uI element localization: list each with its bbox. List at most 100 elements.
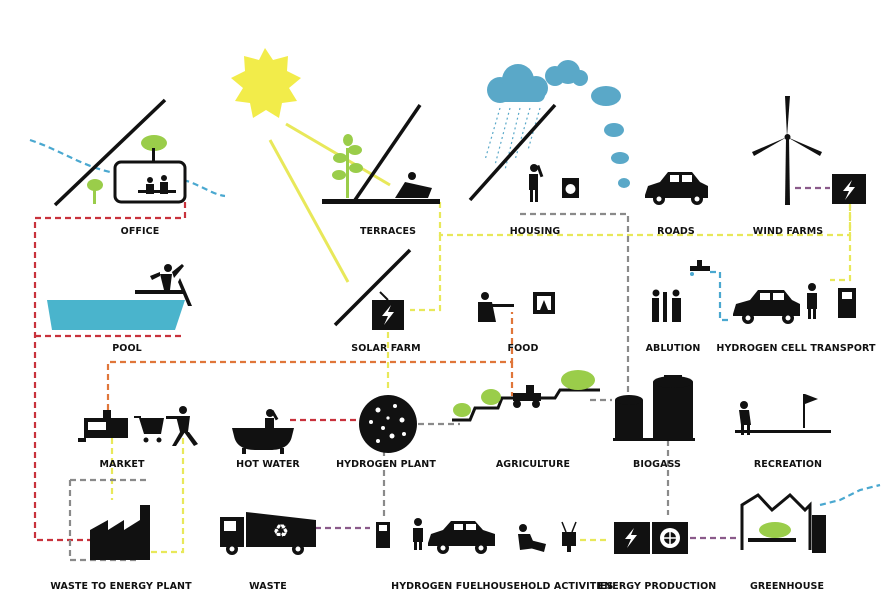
- fuel-pump-icon: [838, 288, 856, 318]
- agriculture-node: [452, 370, 600, 422]
- rain-icon: [484, 107, 541, 171]
- solar-farm-node: [333, 248, 412, 330]
- car-icon: [733, 290, 800, 324]
- food-node: [478, 292, 555, 322]
- label-housing: HOUSING: [509, 226, 561, 237]
- golf-green: [735, 430, 831, 433]
- connections: [29, 138, 881, 562]
- shopper-icon: [166, 406, 198, 446]
- tv-icon: [561, 521, 577, 552]
- hydrogen-plant-node: [359, 395, 417, 453]
- cloud-icon-3: [591, 86, 621, 106]
- label-household-activities: HOUSEHOLD ACTIVITIES: [482, 581, 614, 592]
- label-market: MARKET: [99, 459, 145, 470]
- yellow-connector-bottom: [150, 438, 185, 554]
- golfer-icon: [739, 401, 751, 435]
- lounging-person-icon: [395, 172, 432, 198]
- cloud-icon-6: [618, 178, 630, 188]
- waste-node: ♻: [220, 512, 316, 555]
- bush-icon-2: [481, 389, 501, 405]
- label-waste-to-energy-plant: WASTE TO ENERGY PLANT: [50, 581, 192, 592]
- office-roof-line: [53, 98, 167, 207]
- label-energy-production: ENERGY PRODUCTION: [597, 581, 717, 592]
- hydrogen-bubbles: [369, 404, 406, 443]
- diver-icon: [150, 264, 192, 306]
- agriculture-terraces: [452, 388, 600, 422]
- shopping-cart-icon: [134, 416, 164, 443]
- greenhouse-plants: [759, 522, 791, 538]
- factory-icon: [90, 505, 150, 560]
- person-icon: [529, 164, 544, 202]
- label-roads: ROADS: [657, 226, 695, 237]
- housing-roof-line: [468, 103, 557, 202]
- plant-icon: [332, 134, 363, 198]
- terraces-roof-line: [353, 104, 422, 201]
- grey-connector-waste: [68, 478, 150, 562]
- label-terraces: TERRACES: [359, 226, 417, 237]
- toilet-person-icon: [652, 289, 681, 322]
- waste-to-energy-node: [90, 505, 150, 560]
- label-greenhouse: GREENHOUSE: [749, 581, 825, 592]
- energy-production-node: [614, 522, 688, 554]
- battery-icon: [614, 522, 650, 554]
- sun-icon: [231, 48, 301, 118]
- solar-panel-line: [333, 248, 412, 327]
- bush-icon: [453, 403, 471, 417]
- orange-connector-food: [106, 312, 514, 410]
- label-solar-farm: SOLAR FARM: [351, 343, 421, 354]
- hydrogen-fuel-node: [376, 518, 495, 554]
- label-office: OFFICE: [120, 226, 160, 237]
- svg-text:♻: ♻: [273, 521, 289, 542]
- sun-ray-solar: [268, 139, 350, 283]
- greenhouse-frame: [740, 492, 812, 550]
- blue-connector-greenhouse: [819, 483, 881, 507]
- office-node: [53, 98, 187, 207]
- grey-connector-housing: [520, 212, 630, 395]
- wind-farms-node: [752, 96, 866, 205]
- label-hydrogen-cell-transport: HYDROGEN CELL TRANSPORT: [716, 343, 876, 354]
- generator-icon: [652, 522, 688, 554]
- label-waste: WASTE: [249, 581, 287, 592]
- greenhouse-node: [740, 492, 826, 553]
- housing-node: [468, 103, 579, 202]
- red-connector-office: [33, 202, 187, 542]
- fuel-attendant-icon: [413, 518, 423, 550]
- battery-icon: [372, 300, 404, 330]
- yellow-connector-wind: [830, 205, 852, 282]
- market-node: [78, 406, 198, 446]
- label-agriculture: AGRICULTURE: [495, 459, 571, 470]
- label-biogass: BIOGASS: [633, 459, 681, 470]
- flag-icon: [803, 394, 818, 428]
- bush-icon-3: [561, 370, 595, 390]
- bathtub-icon: [232, 428, 294, 454]
- faucet-icon: [690, 260, 710, 276]
- battery-icon: [832, 174, 866, 204]
- terraces-node: [322, 104, 440, 204]
- label-wind-farms: WIND FARMS: [752, 226, 824, 237]
- yellow-connector-solar: [410, 235, 442, 312]
- fireplace-icon: [533, 292, 555, 314]
- cloud-icon-5: [611, 152, 629, 164]
- cloud-icon-2: [545, 60, 588, 86]
- label-hydrogen-fuel: HYDROGEN FUEL: [391, 581, 483, 592]
- washing-machine-icon: [562, 178, 579, 198]
- biogas-tank-icon: [613, 375, 695, 441]
- pool-water: [47, 300, 185, 330]
- hydrogen-transport-node: [733, 283, 856, 324]
- roads-node: [645, 172, 708, 205]
- blue-connector-ablution: [710, 270, 730, 322]
- fuel-pump-icon: [376, 522, 390, 548]
- pool-node: [47, 264, 192, 330]
- label-pool: POOL: [112, 343, 142, 354]
- cloud-icon-4: [604, 123, 624, 137]
- market-stall-icon: [78, 410, 128, 442]
- car-icon: [645, 172, 708, 205]
- biogass-node: [613, 375, 695, 441]
- household-node: [518, 521, 577, 552]
- hydrogen-sphere-icon: [359, 395, 417, 453]
- tractor-icon: [513, 385, 541, 408]
- label-food: FOOD: [507, 343, 539, 354]
- office-workers-icon: [138, 175, 176, 194]
- cloud-icon: [487, 64, 548, 103]
